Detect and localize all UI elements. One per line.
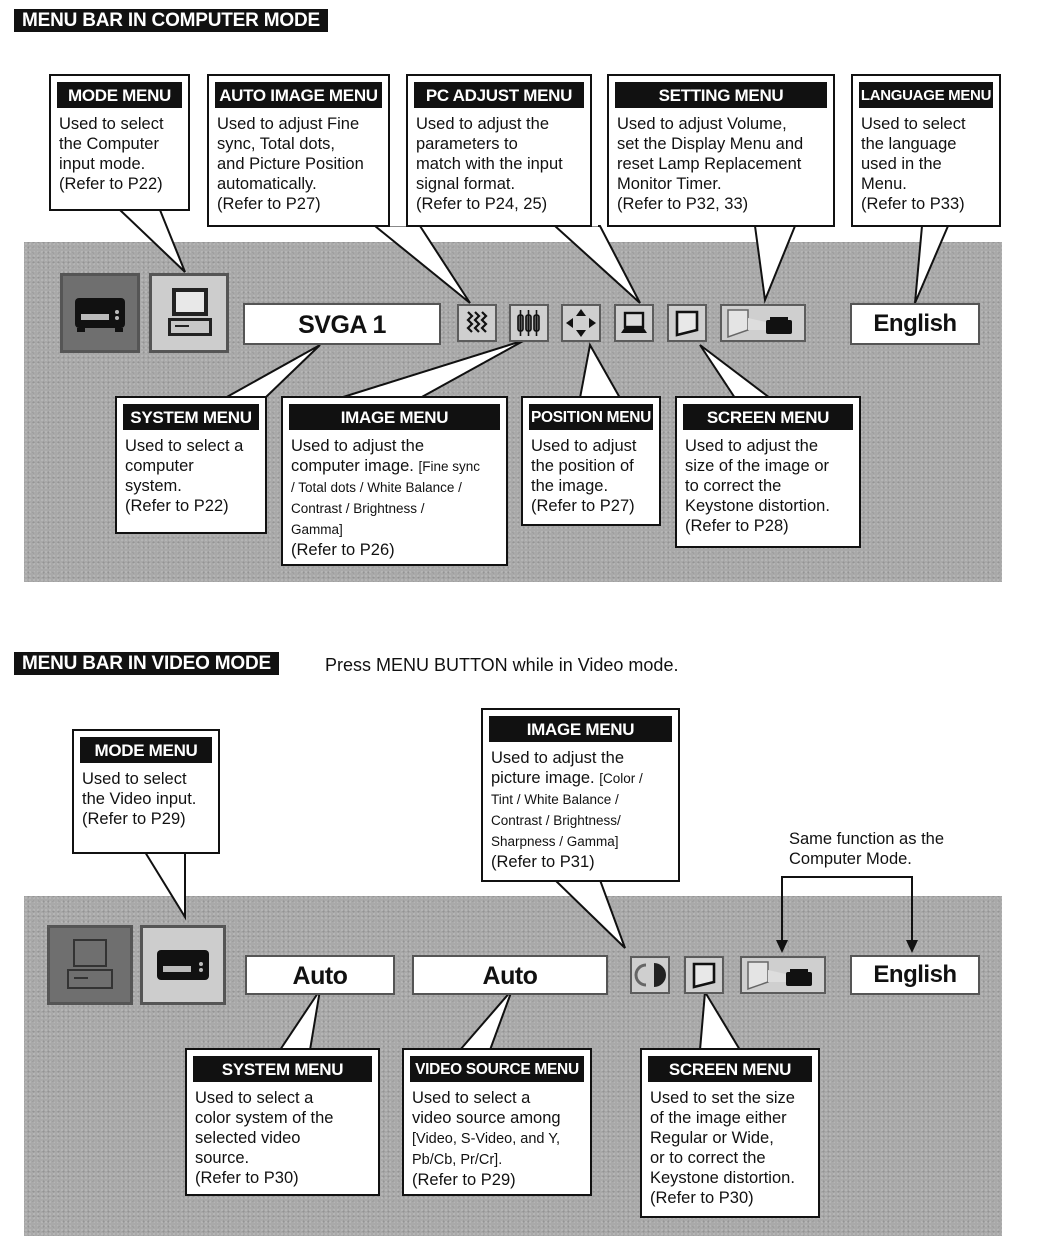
computer-mode-icon	[67, 939, 113, 989]
callout-body-options: [Fine sync / Total dots / White Balance …	[291, 459, 481, 537]
callout-title: AUTO IMAGE MENU	[215, 82, 382, 108]
callout-video-mode-menu: MODE MENU Used to select the Video input…	[72, 729, 220, 854]
callout-system-menu: SYSTEM MENU Used to select a computer sy…	[115, 396, 267, 534]
video-language-menu-value[interactable]: English	[850, 955, 980, 995]
callout-body-ref: (Refer to P29)	[412, 1171, 516, 1189]
callout-body: Used to adjust the picture image. [Color…	[491, 748, 670, 872]
computer-mode-section-title: MENU BAR IN COMPUTER MODE	[14, 9, 328, 32]
callout-title: POSITION MENU	[529, 404, 653, 430]
callout-pc-adjust-menu: PC ADJUST MENU Used to adjust the parame…	[406, 74, 592, 227]
callout-image-menu: IMAGE MENU Used to adjust the computer i…	[281, 396, 508, 566]
callout-body-main: Used to adjust the picture image.	[491, 749, 624, 787]
callout-body-ref: (Refer to P26)	[291, 541, 395, 559]
callout-body-main: Used to adjust the computer image.	[291, 437, 424, 475]
callout-title: SCREEN MENU	[648, 1056, 812, 1082]
image-adjust-icon	[517, 310, 540, 336]
callout-title: LANGUAGE MENU	[859, 82, 993, 108]
callout-title: PC ADJUST MENU	[414, 82, 584, 108]
callout-body: Used to adjust Fine sync, Total dots, an…	[217, 115, 364, 213]
position-icon	[566, 309, 596, 337]
auto-image-icon	[466, 311, 488, 333]
callout-setting-menu: SETTING MENU Used to adjust Volume, set …	[607, 74, 835, 227]
video-mode-icon	[75, 298, 125, 332]
computer-mode-button[interactable]	[149, 273, 229, 353]
screen-icon	[675, 310, 699, 337]
same-function-arrows	[781, 876, 913, 948]
callout-video-screen-menu: SCREEN MENU Used to set the size of the …	[640, 1048, 820, 1218]
pointer-video-source	[457, 989, 513, 1051]
video-mode-icon	[157, 950, 209, 980]
pc-adjust-icon	[621, 311, 647, 333]
callout-body: Used to select a computer system. (Refer…	[125, 437, 244, 515]
same-function-note: Same function as the Computer Mode.	[789, 830, 945, 868]
callout-title: SETTING MENU	[615, 82, 827, 108]
video-mode-instruction: Press MENU BUTTON while in Video mode.	[325, 655, 679, 675]
auto-image-button[interactable]	[457, 304, 497, 342]
callout-body-options: [Color / Tint / White Balance / Contrast…	[491, 771, 643, 849]
callout-video-image-menu: IMAGE MENU Used to adjust the picture im…	[481, 708, 680, 882]
position-menu-button[interactable]	[561, 304, 601, 342]
callout-body: Used to adjust the size of the image or …	[685, 437, 830, 535]
callout-position-menu: POSITION MENU Used to adjust the positio…	[521, 396, 661, 526]
video-system-menu-value[interactable]: Auto	[245, 955, 395, 995]
callout-body: Used to adjust the position of the image…	[531, 437, 637, 515]
callout-title: VIDEO SOURCE MENU	[410, 1056, 584, 1082]
callout-body: Used to select the Video input. (Refer t…	[82, 770, 197, 828]
pointer-video-mode-menu	[143, 851, 186, 921]
callout-mode-menu: MODE MENU Used to select the Computer in…	[49, 74, 190, 211]
callout-language-menu: LANGUAGE MENU Used to select the languag…	[851, 74, 1001, 227]
callout-title: IMAGE MENU	[289, 404, 500, 430]
computer-mode-button-video[interactable]	[47, 925, 133, 1005]
callout-auto-image-menu: AUTO IMAGE MENU Used to adjust Fine sync…	[207, 74, 390, 227]
video-mode-button-active[interactable]	[140, 925, 226, 1005]
setting-menu-button[interactable]	[720, 304, 806, 342]
image-adjust-icon	[634, 963, 666, 987]
callout-body: Used to set the size of the image either…	[650, 1089, 795, 1207]
callout-title: MODE MENU	[57, 82, 182, 108]
video-source-menu-value[interactable]: Auto	[412, 955, 608, 995]
computer-mode-icon	[168, 288, 212, 336]
callout-title: SYSTEM MENU	[123, 404, 259, 430]
pointer-video-screen	[698, 988, 742, 1051]
callout-title: SCREEN MENU	[683, 404, 853, 430]
callout-body: Used to adjust Volume, set the Display M…	[617, 115, 804, 213]
image-menu-button[interactable]	[509, 304, 549, 342]
video-mode-section-title: MENU BAR IN VIDEO MODE	[14, 652, 279, 675]
video-screen-menu-button[interactable]	[684, 956, 724, 994]
callout-video-system-menu: SYSTEM MENU Used to select a color syste…	[185, 1048, 380, 1196]
arrow-down-language	[906, 940, 918, 953]
callout-body: Used to select the language used in the …	[861, 115, 966, 213]
pointer-video-image	[552, 879, 626, 949]
pc-adjust-button[interactable]	[614, 304, 654, 342]
callout-body-options: [Video, S-Video, and Y, Pb/Cb, Pr/Cr].	[412, 1131, 561, 1168]
video-image-menu-button[interactable]	[630, 956, 670, 994]
setting-icon	[747, 961, 812, 991]
screen-icon	[692, 962, 716, 989]
arrow-down-setting	[776, 940, 788, 953]
system-menu-value[interactable]: SVGA 1	[243, 303, 441, 345]
callout-body: Used to select the Computer input mode. …	[59, 115, 164, 193]
callout-title: IMAGE MENU	[489, 716, 672, 742]
callout-body-main: Used to select a video source among	[412, 1089, 561, 1127]
callout-title: SYSTEM MENU	[193, 1056, 372, 1082]
callout-body-ref: (Refer to P31)	[491, 853, 595, 871]
screen-menu-button[interactable]	[667, 304, 707, 342]
video-mode-button[interactable]	[60, 273, 140, 353]
callout-screen-menu: SCREEN MENU Used to adjust the size of t…	[675, 396, 861, 548]
callout-title: MODE MENU	[80, 737, 212, 763]
pointer-video-system	[278, 989, 321, 1051]
callout-body: Used to adjust the parameters to match w…	[416, 115, 563, 213]
callout-body: Used to adjust the computer image. [Fine…	[291, 436, 498, 560]
callout-body: Used to select a color system of the sel…	[195, 1089, 334, 1187]
callout-video-source-menu: VIDEO SOURCE MENU Used to select a video…	[402, 1048, 592, 1196]
video-setting-menu-button[interactable]	[740, 956, 826, 994]
language-menu-value[interactable]: English	[850, 303, 980, 345]
callout-body: Used to select a video source among [Vid…	[412, 1088, 582, 1190]
setting-icon	[727, 309, 792, 339]
